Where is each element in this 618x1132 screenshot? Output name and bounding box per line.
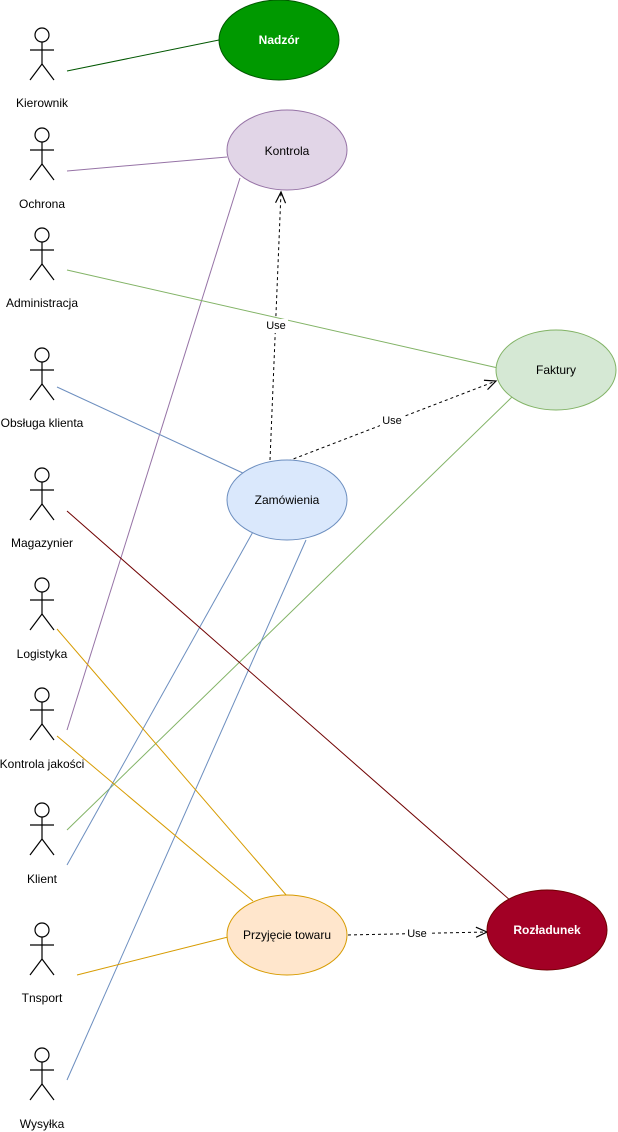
stick-figure-icon xyxy=(29,27,55,81)
dep-label-kontrola: Use xyxy=(266,320,286,332)
actor-label: Obsługa klienta xyxy=(1,416,84,430)
assoc-tnsport-przyjecie xyxy=(76,936,229,976)
actor-label: Klient xyxy=(27,872,58,886)
use-case-przyjecie-towaru[interactable]: Przyjęcie towaru xyxy=(226,894,348,976)
actor-tnsport[interactable]: Tnsport xyxy=(22,922,63,1005)
assoc-kontrola-jakosci-przyjecie xyxy=(56,735,254,902)
dependency-labels: Use Use Use xyxy=(264,319,429,941)
actor-logistyka[interactable]: Logistyka xyxy=(17,577,68,661)
actor-label: Administracja xyxy=(6,296,78,310)
stick-figure-icon xyxy=(29,467,55,521)
actor-label: Wysyłka xyxy=(20,1117,65,1131)
actor-ochrona[interactable]: Ochrona xyxy=(19,127,65,211)
assoc-logistyka-przyjecie xyxy=(56,628,288,897)
stick-figure-icon xyxy=(29,802,55,856)
actor-label: Kierownik xyxy=(16,96,69,110)
actor-klient[interactable]: Klient xyxy=(27,802,58,886)
stick-figure-icon xyxy=(29,227,55,281)
use-case-rozladunek-label: Rozładunek xyxy=(513,923,581,937)
use-case-kontrola[interactable]: Kontrola xyxy=(226,109,348,191)
use-case-nadzor[interactable]: Nadzór xyxy=(218,0,340,81)
actor-label: Logistyka xyxy=(17,647,68,661)
use-case-przyjecie-label: Przyjęcie towaru xyxy=(243,928,331,942)
actor-wysylka[interactable]: Wysyłka xyxy=(20,1047,65,1131)
dep-label-rozladunek: Use xyxy=(407,928,427,940)
assoc-kontrola-jakosci-kontrola xyxy=(66,177,241,731)
stick-figure-icon xyxy=(29,1047,55,1101)
use-case-nadzor-label: Nadzór xyxy=(259,33,300,47)
use-case-faktury-label: Faktury xyxy=(536,363,576,377)
stick-figure-icon xyxy=(29,687,55,741)
use-case-rozladunek[interactable]: Rozładunek xyxy=(486,889,608,971)
stick-figure-icon xyxy=(29,577,55,631)
use-case-kontrola-label: Kontrola xyxy=(265,144,310,158)
stick-figure-icon xyxy=(29,127,55,181)
assoc-klient-zamowienia xyxy=(66,529,255,866)
use-case-faktury[interactable]: Faktury xyxy=(495,329,617,411)
actor-magazynier[interactable]: Magazynier xyxy=(11,467,73,550)
assoc-magazynier-rozladunek xyxy=(66,510,512,902)
dep-label-faktury: Use xyxy=(382,415,402,427)
assoc-wysylka-zamowienia xyxy=(66,539,307,1081)
assoc-kierownik-nadzor xyxy=(66,39,220,72)
actor-kontrola-jakosci[interactable]: Kontrola jakości xyxy=(0,687,84,771)
actor-label: Magazynier xyxy=(11,536,73,550)
actor-kierownik[interactable]: Kierownik xyxy=(16,27,69,110)
associations xyxy=(56,39,514,1081)
use-case-zamowienia[interactable]: Zamówienia xyxy=(226,459,348,541)
assoc-obsluga-zamowienia xyxy=(56,386,246,475)
dep-przyjecie-rozladunek xyxy=(347,926,489,938)
actor-label: Ochrona xyxy=(19,197,65,211)
actor-administracja[interactable]: Administracja xyxy=(6,227,78,310)
use-case-zamowienia-label: Zamówienia xyxy=(255,493,320,507)
assoc-ochrona-kontrola xyxy=(66,156,228,172)
assoc-klient-faktury xyxy=(66,395,514,831)
actor-label: Tnsport xyxy=(22,991,63,1005)
actor-label: Kontrola jakości xyxy=(0,757,84,771)
dep-zamowienia-faktury xyxy=(287,379,498,462)
stick-figure-icon xyxy=(29,922,55,976)
stick-figure-icon xyxy=(29,347,55,401)
dependencies xyxy=(269,190,498,938)
actor-obsluga[interactable]: Obsługa klienta xyxy=(1,347,84,430)
